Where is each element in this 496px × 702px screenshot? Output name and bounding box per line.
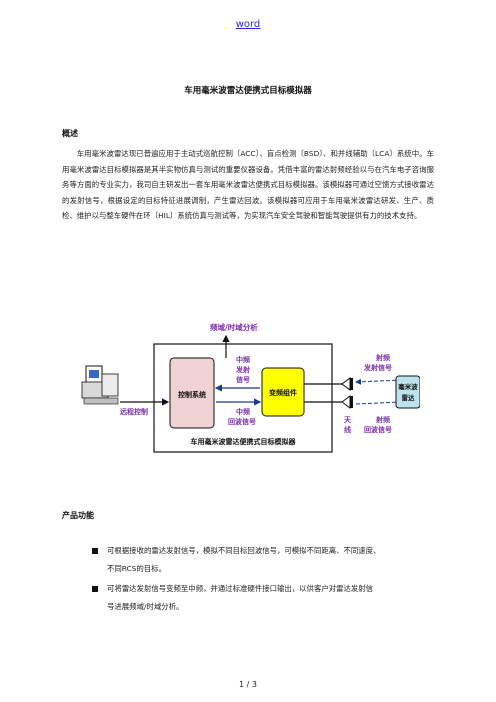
antenna-icon [341,377,353,409]
arrow-rf-transmit [355,378,403,385]
radar-box [395,375,420,409]
label-radar-2: 雷达 [402,393,416,402]
computer-icon [81,365,119,405]
overview-paragraph: 车用毫米波雷达现已普遍应用于主动式巡航控制〔ACC〕、盲点检测〔BSD〕、和并线… [62,149,434,221]
label-control-system: 控制系统 [178,390,206,399]
label-if-echo-1: 中频 [236,407,250,416]
label-simulator: 车用毫米波雷达便携式目标模拟器 [191,437,297,446]
overview-heading: 概述 [62,129,78,138]
label-if-transmit-1: 中频 [236,355,250,364]
label-remote-control: 远程控制 [120,407,148,416]
label-antenna-1: 天 [344,416,352,424]
label-rf-echo-2: 回波信号 [364,425,392,434]
converter-box [261,367,305,417]
label-freq-analysis: 频域/时域分析 [210,322,258,332]
feature-2-line2: 号进展频域/时域分析。 [107,602,184,611]
label-rf-transmit-1: 射频 [375,353,390,362]
label-rf-echo-1: 射频 [375,415,390,424]
header-word-link[interactable]: word [235,19,261,30]
feature-1-line2: 不同RCS的目标。 [107,564,166,573]
label-rf-transmit-2: 发射信号 [363,363,392,372]
document-title: 车用毫米波雷达便携式目标模拟器 [184,86,312,96]
feature-2-line1: 可将雷达发射信号变频至中频，并通过标准硬件接口输出，以供客户对雷达发射信 [107,584,374,593]
arrow-rf-echo [355,399,403,406]
page-number: 1 / 3 [239,680,257,689]
label-radar-1: 毫米波 [398,382,418,391]
label-freq-converter: 变频组件 [269,388,297,397]
control-system-box [169,357,215,429]
features-heading: 产品功能 [62,511,94,520]
label-if-transmit-2: 发射 [235,365,250,374]
simulator-frame [153,343,333,453]
label-if-echo-2: 回波信号 [228,417,256,426]
bullet-square-icon [92,586,98,592]
label-if-transmit-3: 信号 [236,375,250,384]
feature-1-line1: 可根据接收的雷达发射信号，模拟不同目标回波信号，可模拟不同距离、不同速度、 [107,546,381,555]
bullet-square-icon [92,548,98,554]
label-antenna-2: 线 [344,425,351,434]
system-diagram: 频域/时域分析 远程控制 控制系统 中频 发射 信号 中频 回波信号 变频组件 … [81,322,420,453]
